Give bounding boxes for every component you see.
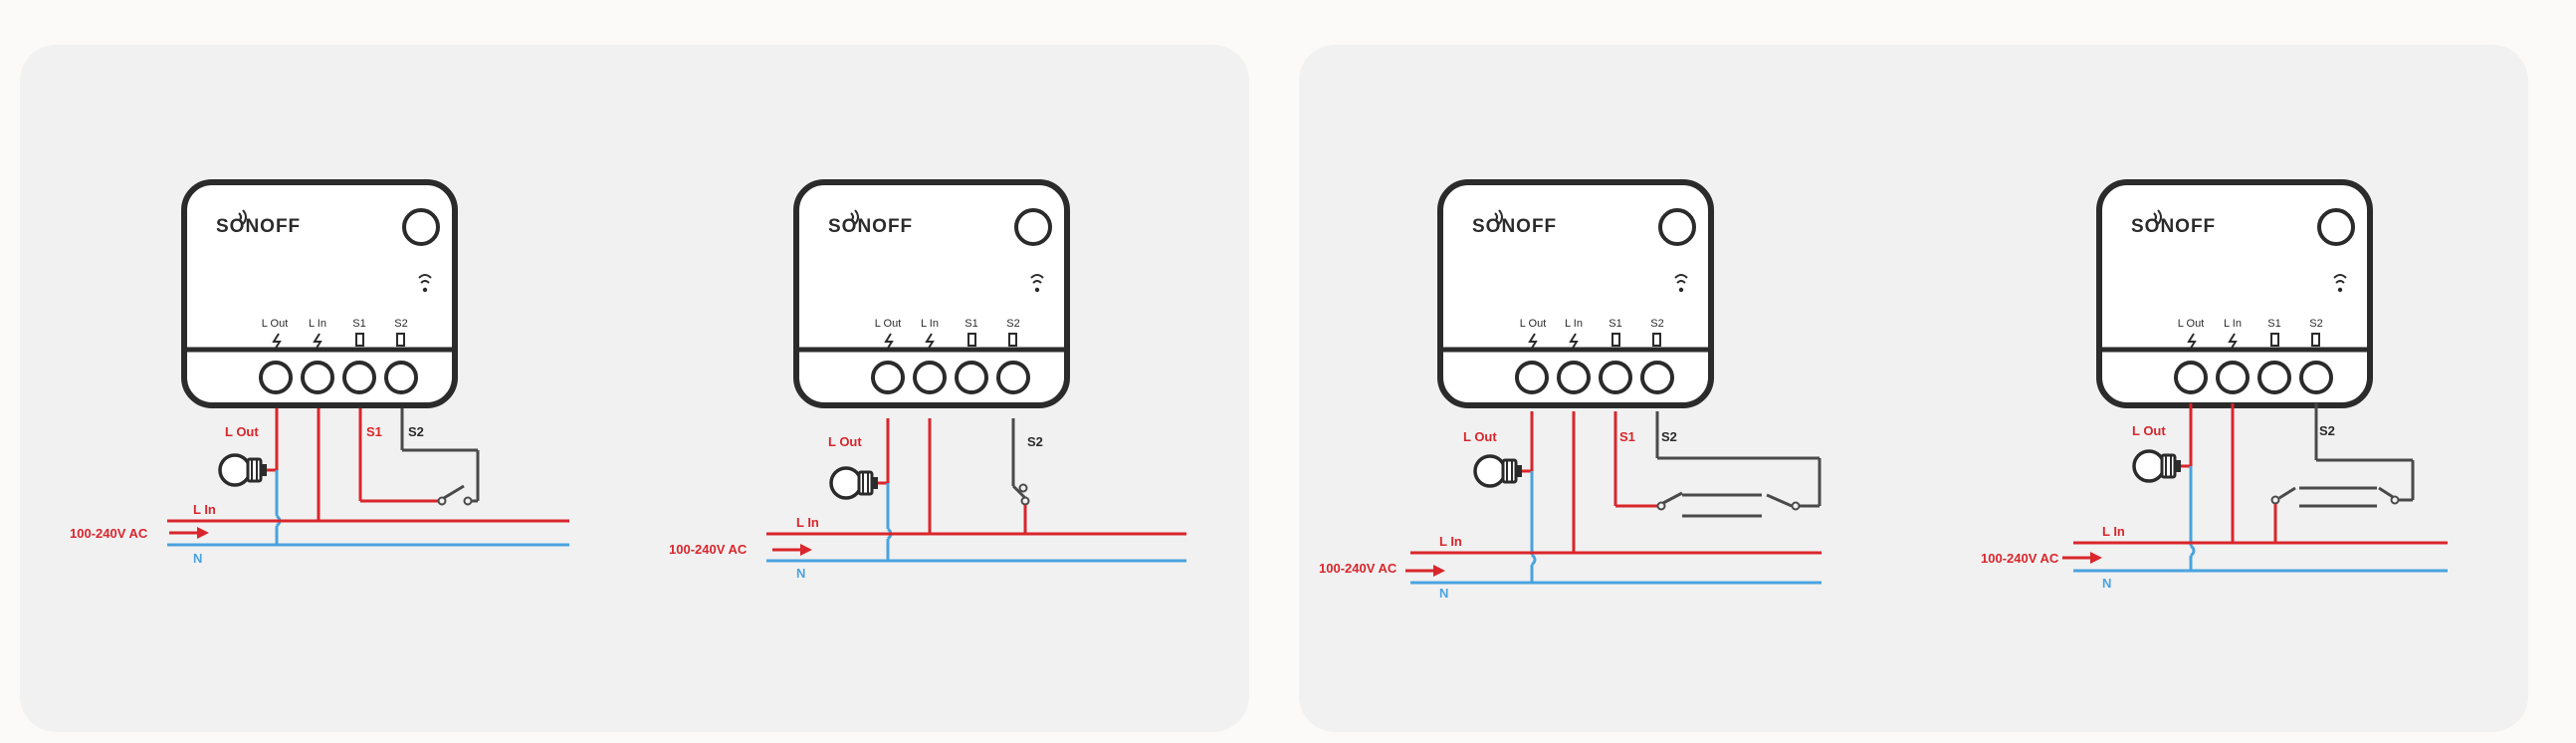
terminal-label-s1: S1 xyxy=(2267,318,2280,330)
diagram-1: SONOFF L Out L In S1 S2 L Out S1 S2 L In… xyxy=(70,182,569,566)
wire-label-n: N xyxy=(193,551,202,566)
voltage-label: 100-240V AC xyxy=(1319,561,1397,576)
wire-label-l-in: L In xyxy=(2102,524,2125,539)
terminal-label-l-in: L In xyxy=(921,318,939,330)
diagram-2: SONOFF L Out L In S1 S2 L Out S2 L In 10… xyxy=(669,182,1186,581)
terminal-label-s1: S1 xyxy=(352,318,365,330)
brand-logo: SONOFF xyxy=(2131,216,2216,237)
terminal-label-l-in: L In xyxy=(1565,318,1583,330)
brand-logo: SONOFF xyxy=(1472,216,1557,237)
terminal-label-l-out: L Out xyxy=(1520,318,1547,330)
terminal-label-s2: S2 xyxy=(1006,318,1019,330)
wire-label-n: N xyxy=(1439,586,1448,601)
wire-label-n: N xyxy=(2102,576,2111,591)
wire-label-l-in: L In xyxy=(1439,534,1462,549)
wire-label-n: N xyxy=(796,566,805,581)
wire-label-s2: S2 xyxy=(1027,434,1043,449)
terminal-label-s2: S2 xyxy=(2309,318,2322,330)
wire-label-s2: S2 xyxy=(408,424,424,439)
diagram-4: SONOFF L Out L In S1 S2 L Out S2 L In 10… xyxy=(1981,182,2448,591)
terminal-label-s2: S2 xyxy=(1650,318,1663,330)
wire-label-l-out: L Out xyxy=(1463,429,1497,444)
brand-logo: SONOFF xyxy=(828,216,913,237)
voltage-label: 100-240V AC xyxy=(70,526,148,541)
diagram-3: SONOFF L Out L In S1 S2 L Out S1 S2 L In… xyxy=(1319,182,1822,601)
terminal-label-s1: S1 xyxy=(1609,318,1621,330)
terminal-label-l-in: L In xyxy=(2224,318,2242,330)
wire-label-l-out: L Out xyxy=(2132,423,2166,438)
wire-label-l-in: L In xyxy=(193,502,216,517)
voltage-label: 100-240V AC xyxy=(1981,551,2059,566)
terminal-label-l-out: L Out xyxy=(875,318,902,330)
wire-label-l-in: L In xyxy=(796,515,819,530)
voltage-label: 100-240V AC xyxy=(669,542,748,557)
terminal-label-l-in: L In xyxy=(309,318,326,330)
terminal-label-s1: S1 xyxy=(965,318,977,330)
wire-label-l-out: L Out xyxy=(225,424,259,439)
wire-label-s2: S2 xyxy=(1661,429,1677,444)
brand-logo: SONOFF xyxy=(216,216,301,237)
terminal-label-l-out: L Out xyxy=(2178,318,2205,330)
wire-label-s1: S1 xyxy=(1619,429,1635,444)
wire-label-l-out: L Out xyxy=(828,434,862,449)
terminal-label-l-out: L Out xyxy=(262,318,289,330)
terminal-label-s2: S2 xyxy=(394,318,407,330)
wire-label-s2: S2 xyxy=(2319,423,2335,438)
wire-label-s1: S1 xyxy=(366,424,382,439)
